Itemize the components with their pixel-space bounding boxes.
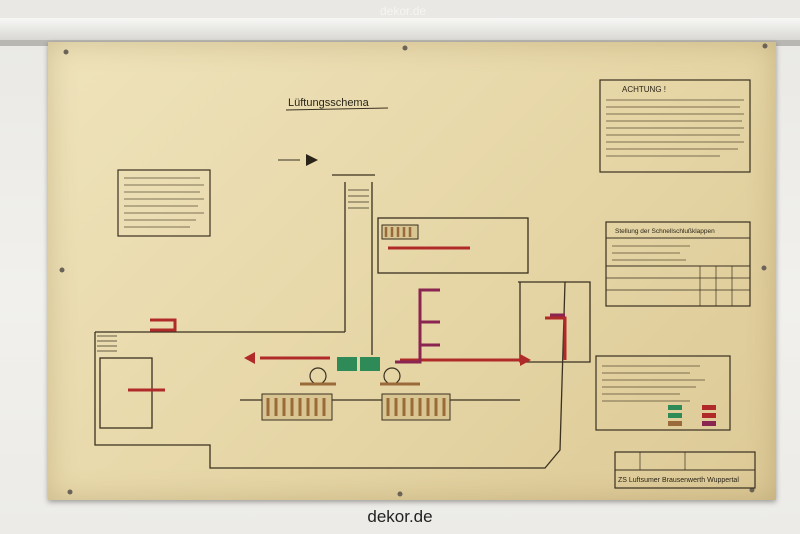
warning-box <box>599 79 751 173</box>
sand-filter-right <box>381 393 451 421</box>
wall-rail <box>0 18 800 40</box>
warning-title: ACHTUNG ! <box>622 85 666 94</box>
poster-title: Lüftungsschema <box>288 97 370 109</box>
valve-icon <box>383 367 401 385</box>
table-title: Stellung der Schnellschlußklappen <box>615 228 715 235</box>
building-outline <box>94 174 591 469</box>
exhaust-arrow-icon <box>244 352 255 364</box>
caption: dekor.de <box>367 507 433 526</box>
valve-position-table <box>605 221 751 307</box>
supply-ducts <box>395 288 565 364</box>
ventilation-poster <box>48 42 776 500</box>
outlet-arrow-icon <box>306 154 318 166</box>
exhaust-arrow-icon <box>520 354 531 366</box>
intake-unit <box>381 224 419 240</box>
fan-unit-left <box>337 357 357 371</box>
legend-box <box>595 355 731 431</box>
title-block <box>614 451 756 489</box>
watermark: dekor.de <box>380 4 427 18</box>
stair-hatch <box>97 189 369 352</box>
valve-icon <box>309 367 327 385</box>
sand-filter-left <box>261 393 333 421</box>
screw-icons <box>59 43 768 497</box>
fan-unit-right <box>360 357 380 371</box>
notice-box-left <box>117 169 211 237</box>
footer-location: ZS Luftsumer Brausenwerth Wuppertal <box>618 477 739 484</box>
